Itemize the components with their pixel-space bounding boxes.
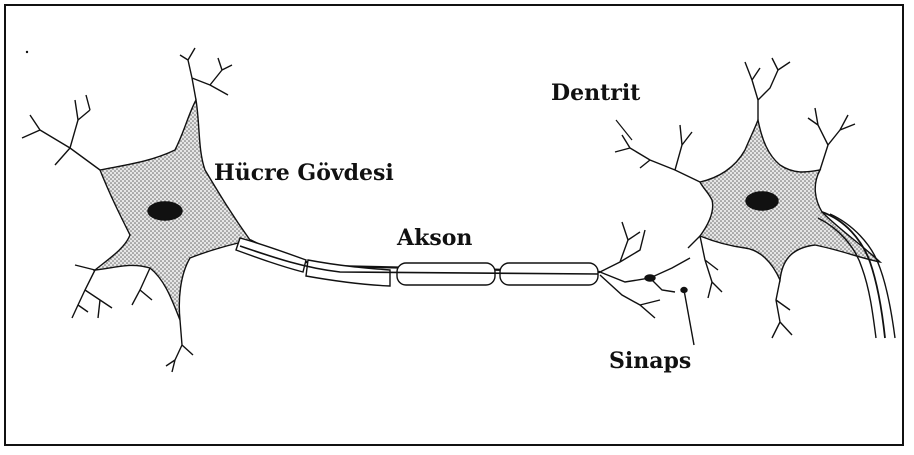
label-axon: Akson — [397, 225, 472, 251]
left-nucleus — [148, 202, 182, 220]
terminal-branch — [600, 222, 645, 272]
right-dendrite — [808, 108, 855, 170]
right-dendrite — [745, 58, 790, 120]
myelin-segment — [236, 238, 306, 272]
left-dendrite — [22, 95, 100, 170]
right-neuron — [615, 58, 895, 338]
right-cell-body — [700, 120, 880, 280]
right-dendrite — [772, 280, 792, 338]
synapse-pointer — [684, 290, 694, 345]
axon-terminal — [600, 222, 694, 345]
label-cell-body: Hücre Gövdesi — [214, 160, 394, 186]
synapse-knob — [645, 275, 655, 281]
left-neuron — [22, 48, 250, 372]
right-dendrite — [615, 125, 700, 182]
label-dendrite: Dentrit — [551, 80, 640, 106]
left-dendrite — [180, 48, 232, 100]
right-dendrite — [688, 236, 722, 298]
left-dendrite — [132, 268, 152, 305]
left-dendrite — [166, 320, 193, 372]
stray-dot — [26, 51, 28, 53]
myelin-segment — [397, 263, 495, 285]
label-synapse: Sinaps — [609, 348, 691, 374]
left-dendrite — [72, 265, 112, 318]
right-nucleus — [746, 192, 778, 210]
